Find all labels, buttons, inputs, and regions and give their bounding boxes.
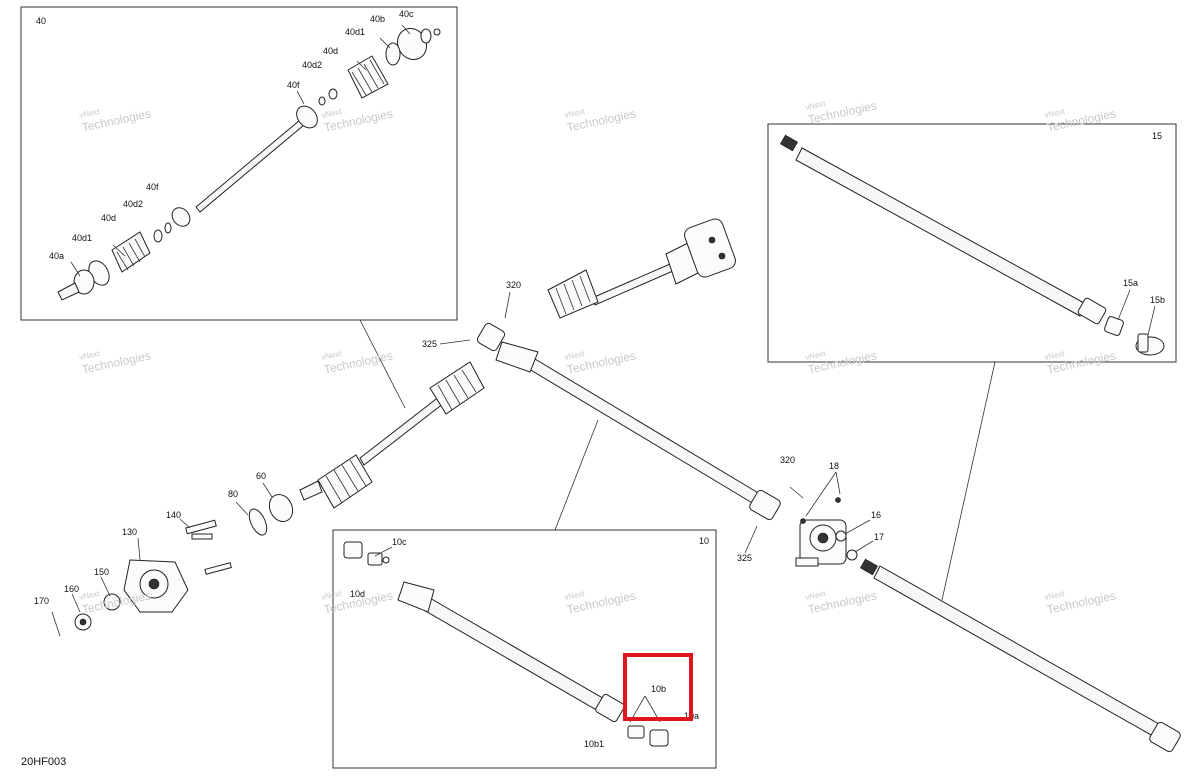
callout-18: 18: [829, 461, 839, 471]
callout-170: 170: [34, 596, 49, 606]
connector-line-15: [941, 361, 996, 601]
svg-text:vNext: vNext: [564, 589, 587, 602]
callout-160: 160: [64, 584, 79, 594]
callout-40d1-mid: 40d1: [72, 233, 92, 243]
svg-text:vNext: vNext: [1044, 589, 1067, 602]
callout-40d2-top: 40d2: [302, 60, 322, 70]
callout-130: 130: [122, 527, 137, 537]
callout-325-mid: 325: [737, 553, 752, 563]
svg-text:vNext: vNext: [564, 349, 587, 362]
callout-15a: 15a: [1123, 278, 1138, 288]
svg-text:vNext: vNext: [564, 107, 587, 120]
detail-frame-40: [20, 6, 458, 321]
connector-line-40: [359, 319, 406, 409]
front-propeller-shaft: [476, 322, 781, 521]
callout-40d-mid: 40d: [101, 213, 116, 223]
leader-lines: [70, 24, 1156, 613]
detail-frame-15: [767, 123, 1177, 363]
callout-17: 17: [874, 532, 884, 542]
detail-frame-10: [332, 529, 717, 769]
callout-10d: 10d: [350, 589, 365, 599]
callout-320-mid: 320: [780, 455, 795, 465]
callout-40a: 40a: [49, 251, 64, 261]
svg-text:vNext: vNext: [79, 589, 102, 602]
callout-labels: 40 40b 40c 40d1 40d 40d2 40f 40f 40d2 40…: [34, 9, 1165, 749]
callout-10b1: 10b1: [584, 739, 604, 749]
svg-text:vNext: vNext: [79, 107, 102, 120]
callout-15b: 15b: [1150, 295, 1165, 305]
callout-325-top: 325: [422, 339, 437, 349]
front-axle-drive-shaft: [248, 326, 499, 536]
callout-80: 80: [228, 489, 238, 499]
callout-60: 60: [256, 471, 266, 481]
callout-40b: 40b: [370, 14, 385, 24]
connector-line-10: [554, 419, 599, 531]
detail-15-propeller-shaft: [780, 134, 1165, 356]
svg-text:vNext: vNext: [321, 349, 344, 362]
callout-40d1-top: 40d1: [345, 27, 365, 37]
callout-15: 15: [1152, 131, 1162, 141]
callout-40d2-mid: 40d2: [123, 199, 143, 209]
callout-16: 16: [871, 510, 881, 520]
callout-10b: 10b: [651, 684, 666, 694]
svg-text:vNext: vNext: [1044, 107, 1067, 120]
callout-40c: 40c: [399, 9, 414, 19]
callout-320-top: 320: [506, 280, 521, 290]
callout-40: 40: [36, 16, 46, 26]
diagram-code: 20HF003: [21, 756, 66, 768]
svg-text:vNext: vNext: [321, 589, 344, 602]
highlight-box-10b[interactable]: [623, 653, 693, 721]
svg-text:vNext: vNext: [79, 349, 102, 362]
svg-text:vNext: vNext: [805, 589, 828, 602]
svg-text:vNext: vNext: [321, 107, 344, 120]
svg-text:vNext: vNext: [805, 349, 828, 362]
detail-10-propeller-shaft: [343, 541, 669, 747]
wheel-hub-knuckle: [51, 519, 232, 637]
center-bearing: [789, 486, 858, 567]
detail-40-axle-shaft: [57, 27, 441, 301]
callout-40f-mid: 40f: [146, 182, 159, 192]
callout-10c: 10c: [392, 537, 407, 547]
svg-text:vNext: vNext: [805, 99, 828, 112]
callout-40f-top: 40f: [287, 80, 300, 90]
svg-text:vNext: vNext: [1044, 349, 1067, 362]
callout-10: 10: [699, 536, 709, 546]
upper-rear-axle-shaft: [547, 218, 736, 319]
callout-150: 150: [94, 567, 109, 577]
callout-40d-top: 40d: [323, 46, 338, 56]
rear-propeller-shaft: [860, 558, 1181, 753]
callout-140: 140: [166, 510, 181, 520]
